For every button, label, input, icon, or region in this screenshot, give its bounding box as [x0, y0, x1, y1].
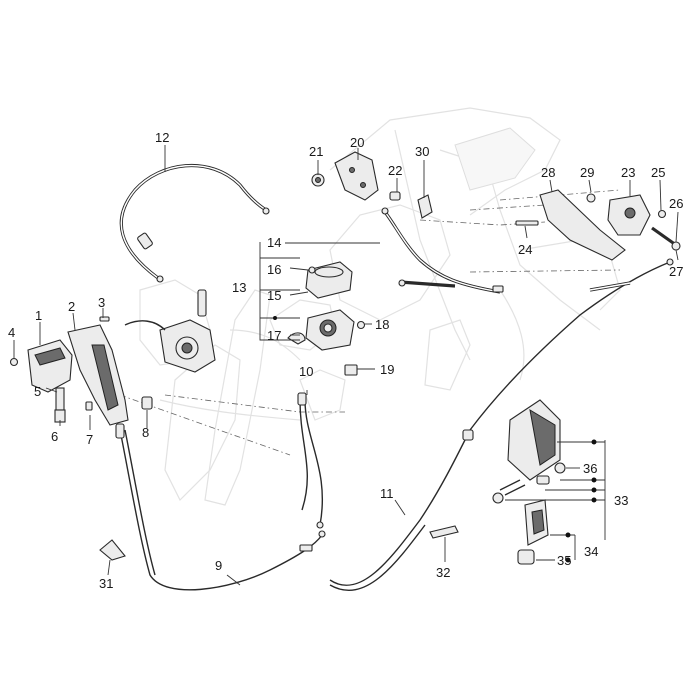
callout-18: 18 [375, 317, 389, 332]
part-1-actuator [27, 339, 73, 423]
callout-labels: 1 2 3 4 5 6 7 8 9 10 11 12 13 14 15 16 1… [8, 130, 683, 591]
center-motor [124, 289, 216, 373]
callout-23: 23 [621, 165, 635, 180]
callout-12: 12 [155, 130, 169, 145]
callout-5: 5 [34, 384, 41, 399]
callout-34: 34 [584, 544, 598, 559]
part-30-clip [417, 194, 433, 219]
part-23-lock [607, 194, 651, 236]
cable-10 [297, 392, 324, 529]
callout-7: 7 [86, 432, 93, 447]
callout-17: 17 [267, 328, 281, 343]
assembly-dots [273, 316, 597, 563]
callout-2: 2 [68, 299, 75, 314]
part-34-key [524, 499, 549, 546]
callout-32: 32 [436, 565, 450, 580]
callout-3: 3 [98, 295, 105, 310]
callout-14: 14 [267, 235, 281, 250]
part-19-nut [344, 364, 358, 376]
part-cylinder [536, 475, 550, 485]
callout-1: 1 [35, 308, 42, 323]
part-29-screw [586, 193, 596, 203]
callout-26: 26 [669, 196, 683, 211]
callout-36: 36 [583, 461, 597, 476]
cable-12 [119, 164, 270, 283]
callout-24: 24 [518, 242, 532, 257]
cable-11 [329, 258, 674, 591]
part-2-bracket [67, 324, 129, 426]
callout-25: 25 [651, 165, 665, 180]
callout-19: 19 [380, 362, 394, 377]
part-20-bracket [334, 151, 379, 201]
callout-21: 21 [309, 144, 323, 159]
callout-28: 28 [541, 165, 555, 180]
part-15-cover [305, 261, 353, 299]
cable-9 [115, 423, 326, 591]
part-28-bracket [539, 189, 626, 261]
leader-lines [13, 145, 679, 586]
fasteners [9, 316, 153, 411]
callout-29: 29 [580, 165, 594, 180]
callout-20: 20 [350, 135, 364, 150]
part-18-screw [356, 320, 366, 330]
callout-13: 13 [232, 280, 246, 295]
part-25-screw [657, 209, 667, 219]
cable-14 [381, 207, 504, 294]
callout-33: 33 [614, 493, 628, 508]
callout-15: 15 [267, 288, 281, 303]
part-31-clip [99, 539, 126, 561]
part-36-ring [554, 462, 566, 474]
callout-6: 6 [51, 429, 58, 444]
part-24-bolt [515, 220, 539, 226]
callout-4: 4 [8, 325, 15, 340]
callout-22: 22 [388, 163, 402, 178]
part-33-ecu [492, 399, 561, 504]
callout-11: 11 [380, 486, 394, 501]
callout-30: 30 [415, 144, 429, 159]
part-17-housing [287, 309, 355, 351]
callout-27: 27 [669, 264, 683, 279]
callout-16: 16 [267, 262, 281, 277]
callout-31: 31 [99, 576, 113, 591]
part-16-screw [308, 266, 316, 274]
part-35-fob [517, 549, 535, 565]
part-32-strip [429, 525, 459, 539]
callout-8: 8 [142, 425, 149, 440]
callout-10: 10 [299, 364, 313, 379]
part-22-clip [389, 191, 401, 201]
part-21-screw [311, 173, 325, 187]
callout-35: 35 [557, 553, 571, 568]
callout-9: 9 [215, 558, 222, 573]
